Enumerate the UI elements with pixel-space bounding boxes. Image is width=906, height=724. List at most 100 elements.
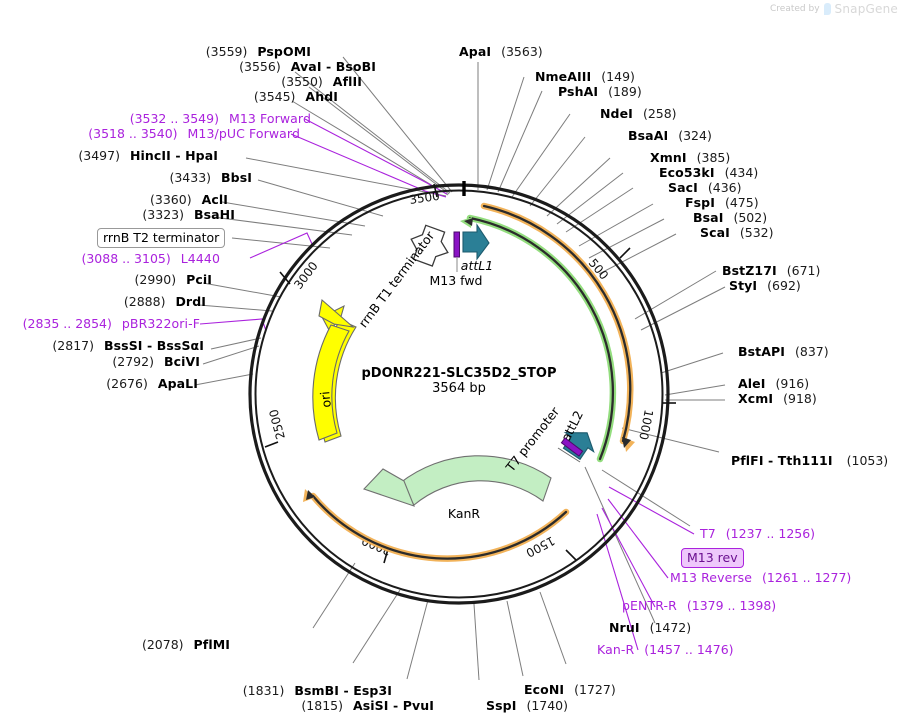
feature-arc-green xyxy=(460,214,617,463)
label-sspi[interactable]: SspI (1740) xyxy=(486,699,568,712)
label-pos: (502) xyxy=(733,210,768,225)
label-m13-puc-forward[interactable]: (3518 .. 3540) M13/pUC Forward xyxy=(88,127,300,140)
label-enz: ScaI xyxy=(700,225,730,240)
created-by-text: Created by xyxy=(770,4,820,14)
label-pos: (1261 .. 1277) xyxy=(762,570,852,585)
label-asisi-pvui[interactable]: (1815) AsiSI - PvuI xyxy=(301,699,434,712)
label-pos: (1815) xyxy=(301,698,343,713)
label-scai[interactable]: ScaI (532) xyxy=(700,226,774,239)
label-pos: (671) xyxy=(786,263,821,278)
label-pflfi-tth111i[interactable]: PflFI - Tth111I (1053) xyxy=(731,454,888,467)
plasmid-backbone xyxy=(248,183,670,605)
label-styi[interactable]: StyI (692) xyxy=(729,279,801,292)
label-l4440[interactable]: (3088 .. 3105) L4440 xyxy=(81,252,220,265)
label-kan-r[interactable]: Kan-R (1457 .. 1476) xyxy=(597,643,734,656)
feature-label-rrnb-t1: rrnB T1 terminator xyxy=(355,228,437,331)
label-pos: (436) xyxy=(707,180,742,195)
label-pos: (1472) xyxy=(649,620,692,635)
label-pos: (3433) xyxy=(169,170,212,185)
label-xcmi[interactable]: XcmI (918) xyxy=(738,392,817,405)
feature-attl1: attL1 xyxy=(461,223,493,273)
label-drdi[interactable]: (2888) DrdI xyxy=(124,295,206,308)
label-enz: pENTR-R xyxy=(622,598,677,613)
label-pshai[interactable]: PshAI (189) xyxy=(558,85,642,98)
label-pos: (2990) xyxy=(134,272,177,287)
label-m13-reverse[interactable]: M13 Reverse (1261 .. 1277) xyxy=(670,571,851,584)
label-pentr-r[interactable]: pENTR-R (1379 .. 1398) xyxy=(622,599,776,612)
label-avai-bsobi[interactable]: (3556) AvaI - BsoBI xyxy=(239,60,376,73)
label-pos: (3360) xyxy=(150,192,192,207)
label-pos: (3559) xyxy=(205,44,248,59)
label-pcii[interactable]: (2990) PciI xyxy=(135,273,212,286)
label-nrui[interactable]: NruI (1472) xyxy=(609,621,691,634)
plasmid-length: 3564 bp xyxy=(432,381,486,396)
label-enz: StyI xyxy=(729,278,758,293)
label-enz: DrdI xyxy=(175,294,206,309)
label-enz: BstAPI xyxy=(738,344,786,359)
label-xmni[interactable]: XmnI (385) xyxy=(650,151,730,164)
label-alei[interactable]: AleI (916) xyxy=(738,377,809,390)
label-enz: FspI xyxy=(685,195,715,210)
label-bsaai[interactable]: BsaAI (324) xyxy=(628,129,712,142)
label-pos: (3323) xyxy=(142,207,184,222)
label-fspi[interactable]: FspI (475) xyxy=(685,196,759,209)
label-bstz17i[interactable]: BstZ17I (671) xyxy=(722,264,820,277)
label-bsai[interactable]: BsaI (502) xyxy=(693,211,767,224)
label-bsssi-bsssai[interactable]: (2817) BssSI - BssSαI xyxy=(52,339,204,352)
label-enz: AhdI xyxy=(305,89,338,104)
ruler-tick-3500: 3500 xyxy=(408,189,440,207)
label-acli[interactable]: (3360) AclI xyxy=(150,193,228,206)
label-pos: (3532 .. 3549) xyxy=(129,111,219,126)
label-pos: (3550) xyxy=(281,74,323,89)
label-enz: XcmI xyxy=(738,391,774,406)
label-pos: (385) xyxy=(696,150,731,165)
label-bbsi[interactable]: (3433) BbsI xyxy=(169,171,252,184)
label-bstapi[interactable]: BstAPI (837) xyxy=(738,345,829,358)
label-ndei[interactable]: NdeI (258) xyxy=(600,107,677,120)
label-bcivi[interactable]: (2792) BciVI xyxy=(112,355,200,368)
label-pbr322ori-f[interactable]: (2835 .. 2854) pBR322ori-F xyxy=(23,317,200,330)
label-enz: M13/pUC Forward xyxy=(187,126,300,141)
boxed-label-m13-rev[interactable]: M13 rev xyxy=(681,548,744,568)
label-pos: (1237 .. 1256) xyxy=(725,526,816,541)
label-aflii[interactable]: (3550) AflII xyxy=(281,75,362,88)
label-enz: SspI xyxy=(486,698,517,713)
label-enz: PciI xyxy=(186,272,212,287)
label-pflmi[interactable]: (2078) PflMI xyxy=(142,638,230,651)
label-enz: XmnI xyxy=(650,150,687,165)
label-enz: pBR322ori-F xyxy=(121,316,200,331)
label-enz: AflII xyxy=(332,74,362,89)
label-t7[interactable]: T7 (1237 .. 1256) xyxy=(700,527,815,540)
plasmid-name: pDONR221-SLC35D2_STOP xyxy=(361,366,557,381)
label-pos: (837) xyxy=(795,344,829,359)
feature-kanr: KanR xyxy=(363,455,552,521)
label-enz: AsiSI - PvuI xyxy=(352,698,434,713)
ruler-tick-1000: 1000 xyxy=(636,408,656,441)
label-m13-forward[interactable]: (3532 .. 3549) M13 Forward xyxy=(130,112,311,125)
label-pos: (434) xyxy=(724,165,759,180)
label-pos: (149) xyxy=(601,69,635,84)
label-eco53ki[interactable]: Eco53kI (434) xyxy=(659,166,758,179)
label-enz: L4440 xyxy=(180,251,220,266)
boxed-label-rrnb-t2-terminator[interactable]: rrnB T2 terminator xyxy=(97,228,226,248)
label-bsahi[interactable]: (3323) BsaHI xyxy=(142,208,235,221)
label-pos: (1379 .. 1398) xyxy=(686,598,777,613)
feature-m13-fwd: M13 fwd xyxy=(429,231,483,288)
label-apai[interactable]: ApaI (3563) xyxy=(459,45,543,58)
label-ahdi[interactable]: (3545) AhdI xyxy=(254,90,338,103)
label-pos: (2835 .. 2854) xyxy=(22,316,112,331)
label-hincii-hpai[interactable]: (3497) HincII - HpaI xyxy=(78,149,218,162)
label-bsmbi-esp3i[interactable]: (1831) BsmBI - Esp3I xyxy=(243,684,392,697)
label-saci[interactable]: SacI (436) xyxy=(668,181,742,194)
label-nmeaiii[interactable]: NmeAIII (149) xyxy=(535,70,635,83)
label-pos: (3563) xyxy=(501,44,543,59)
label-econi[interactable]: EcoNI (1727) xyxy=(524,683,616,696)
label-pos: (1053) xyxy=(846,453,889,468)
label-pspomi[interactable]: (3559) PspOMI xyxy=(206,45,311,58)
label-pos: (918) xyxy=(783,391,817,406)
label-apali[interactable]: (2676) ApaLI xyxy=(106,377,198,390)
label-pos: (3556) xyxy=(239,59,281,74)
label-pos: (532) xyxy=(739,225,774,240)
label-enz: NdeI xyxy=(600,106,633,121)
